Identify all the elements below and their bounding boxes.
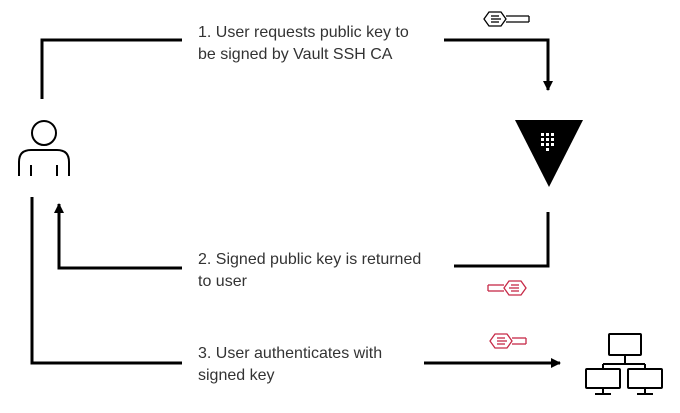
flow-connectors — [30, 38, 561, 368]
step-1-line-2: be signed by Vault SSH CA — [198, 46, 393, 63]
step-1-label: 1. User requests public key to be signed… — [198, 22, 409, 66]
step-3-line-2: signed key — [198, 367, 275, 384]
signed-key-returned-icon — [487, 280, 527, 296]
step-2-label: 2. Signed public key is returned to user — [198, 249, 421, 293]
user-icon — [18, 120, 70, 176]
connector-step-2-left — [54, 203, 182, 270]
step-3-line-1: 3. User authenticates with — [198, 345, 383, 362]
step-2-line-2: to user — [198, 273, 247, 290]
public-key-icon — [483, 11, 530, 27]
vault-triangle-icon — [515, 120, 583, 187]
connector-step-1-left — [40, 38, 182, 99]
connector-step-2-right — [454, 212, 550, 268]
step-2-line-1: 2. Signed public key is returned — [198, 251, 422, 268]
step-3-label: 3. User authenticates with signed key — [198, 343, 382, 387]
signed-key-auth-icon — [489, 333, 527, 349]
connector-step-1-right — [444, 38, 553, 91]
server-network-icon — [585, 333, 663, 395]
connector-step-3-left — [30, 197, 182, 365]
step-1-line-1: 1. User requests public key to — [198, 24, 409, 41]
